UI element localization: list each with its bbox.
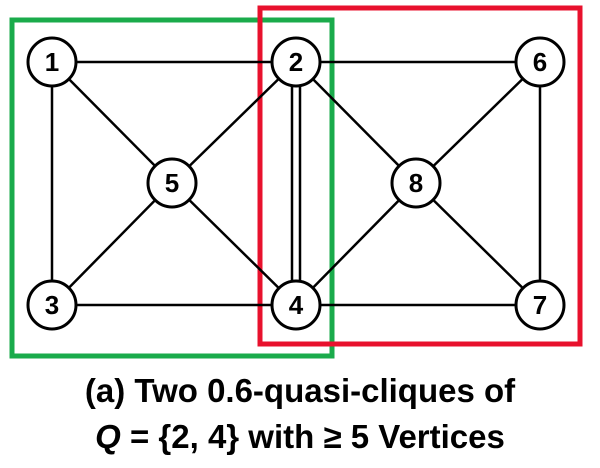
caption-line-2-rest: = {2, 4} with ≥ 5 Vertices <box>120 418 505 455</box>
node-6-circle <box>514 36 566 88</box>
red-group-box <box>257 5 583 347</box>
node-3-label: 3 <box>45 290 59 320</box>
node-6: 6 <box>514 36 566 88</box>
caption-variable-q: Q <box>95 418 121 455</box>
node-4-circle <box>270 279 322 331</box>
node-8: 8 <box>390 157 442 209</box>
edge-2-5 <box>171 61 297 184</box>
node-8-circle <box>390 157 442 209</box>
edge-1-5 <box>51 61 173 184</box>
edge-2-8 <box>295 61 417 184</box>
edge-4-8 <box>295 182 417 306</box>
node-6-label: 6 <box>533 47 547 77</box>
node-5-circle <box>146 157 198 209</box>
node-7: 7 <box>514 279 566 331</box>
edge-6-8 <box>415 61 541 184</box>
node-1: 1 <box>26 36 78 88</box>
node-1-label: 1 <box>45 47 59 77</box>
node-2-circle <box>270 36 322 88</box>
caption-line-2: Q = {2, 4} with ≥ 5 Vertices <box>0 418 600 456</box>
graph-diagram: 1 2 3 4 5 6 7 8 <box>9 5 583 359</box>
node-7-label: 7 <box>533 290 547 320</box>
node-5: 5 <box>146 157 198 209</box>
node-4: 4 <box>270 279 322 331</box>
node-5-label: 5 <box>165 168 179 198</box>
green-group-box <box>9 17 335 359</box>
node-4-label: 4 <box>289 290 304 320</box>
node-3-circle <box>26 279 78 331</box>
edge-3-5 <box>51 182 173 306</box>
edge-7-8 <box>415 182 541 306</box>
node-2: 2 <box>270 36 322 88</box>
caption-line-1: (a) Two 0.6-quasi-cliques of <box>84 372 516 409</box>
node-2-label: 2 <box>289 47 303 77</box>
node-1-circle <box>26 36 78 88</box>
node-3: 3 <box>26 279 78 331</box>
edge-4-5 <box>171 182 297 306</box>
node-8-label: 8 <box>409 168 423 198</box>
node-7-circle <box>514 279 566 331</box>
